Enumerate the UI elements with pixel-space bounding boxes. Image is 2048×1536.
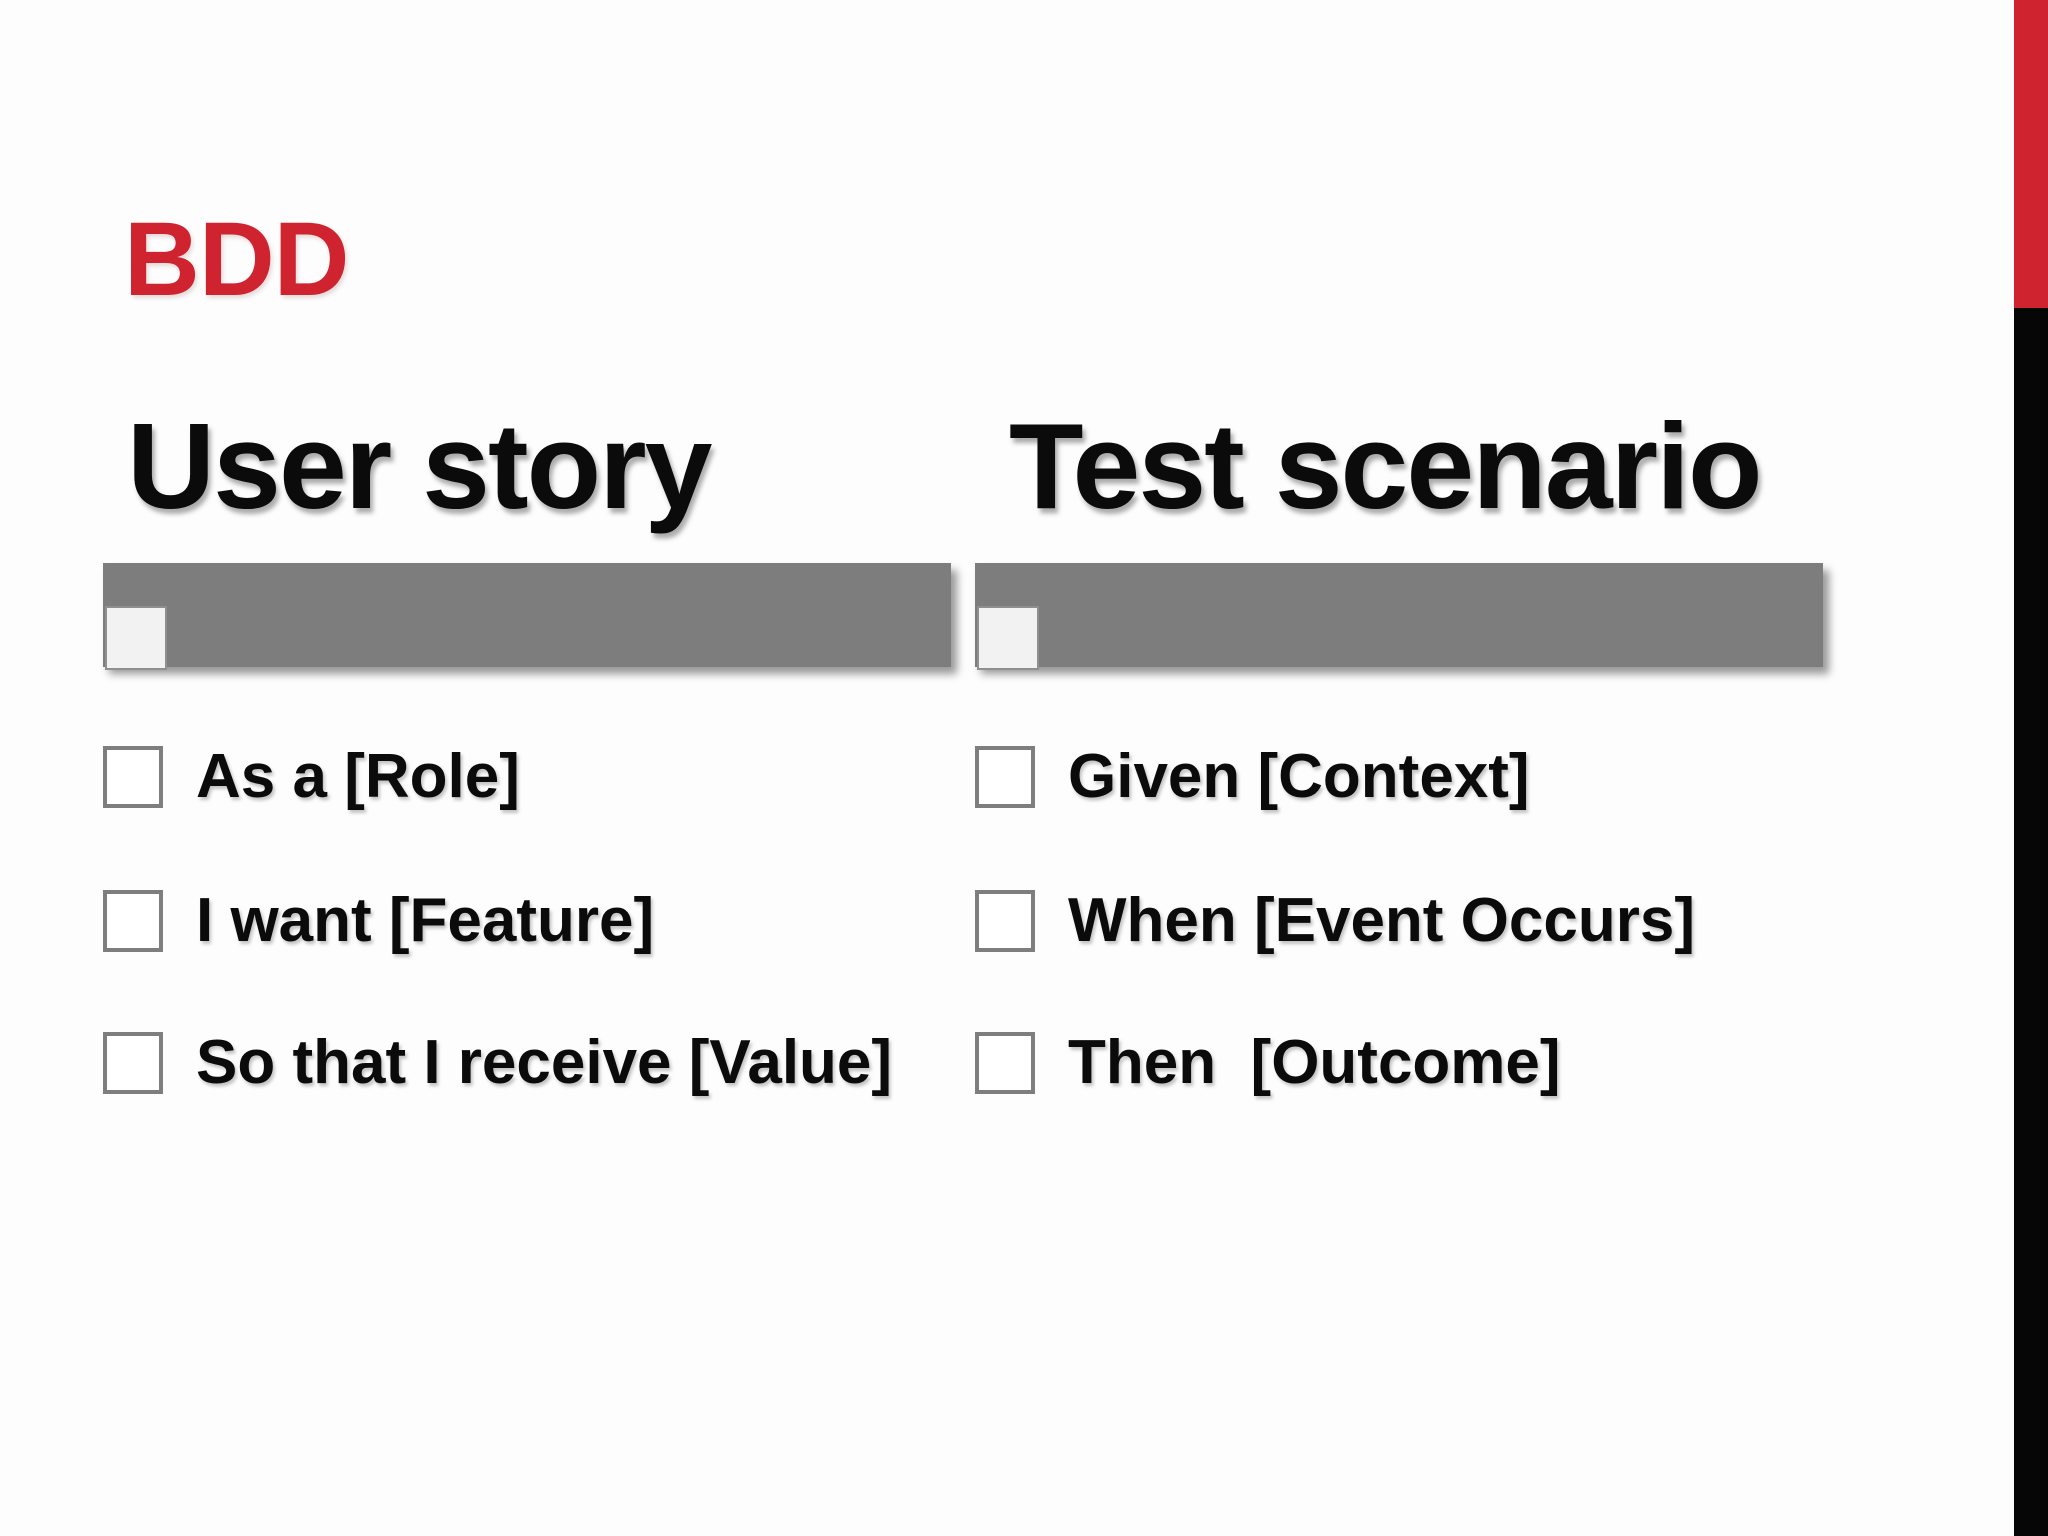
list-item: When [Event Occurs] [975,890,1695,952]
bullet-label: Given [Context] [1068,742,1530,811]
edge-stripe-red [2014,0,2048,308]
bullet-label: When [Event Occurs] [1068,886,1695,955]
list-item: As a [Role] [103,746,520,808]
checkbox-bullet-icon [103,746,163,808]
list-item: Given [Context] [975,746,1530,808]
test-scenario-divider-bar [975,563,1823,670]
edge-stripe-black [2014,308,2048,1536]
list-item: Then [Outcome] [975,1032,1561,1094]
checkbox-bullet-icon [975,746,1035,808]
list-item: I want [Feature] [103,890,654,952]
checkbox-bullet-icon [103,890,163,952]
test-scenario-heading: Test scenario [1009,398,1763,534]
bullet-label: As a [Role] [196,742,520,811]
checkbox-bullet-icon [975,890,1035,952]
bullet-label: Then [Outcome] [1068,1028,1561,1097]
user-story-divider-bar [103,563,951,670]
bullet-label: So that I receive [Value] [196,1028,893,1097]
slide-kicker-title: BDD [124,201,349,318]
bullet-label: I want [Feature] [196,886,655,955]
divider-bar-tab [977,606,1039,670]
divider-bar-tab [105,606,167,670]
user-story-heading: User story [127,398,713,534]
test-scenario-column: Test scenario Given [Context] When [Even… [975,403,1845,1163]
checkbox-bullet-icon [103,1032,163,1094]
user-story-column: User story As a [Role] I want [Feature] … [103,403,973,1163]
checkbox-bullet-icon [975,1032,1035,1094]
list-item: So that I receive [Value] [103,1032,892,1094]
